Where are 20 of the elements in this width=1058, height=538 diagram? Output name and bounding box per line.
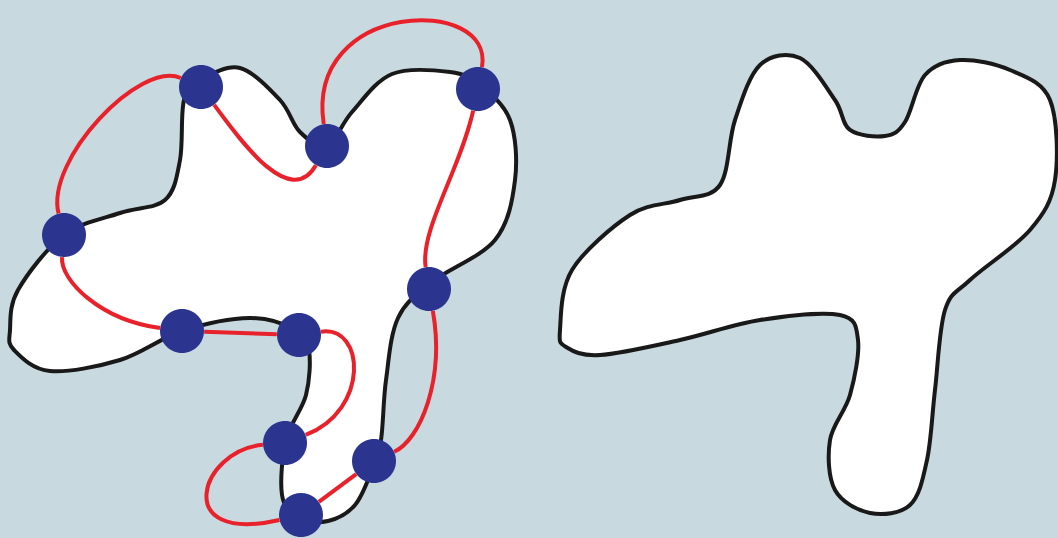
dot	[179, 65, 223, 109]
dot	[277, 313, 321, 357]
dot	[279, 493, 323, 537]
curve-segment	[321, 18, 484, 125]
curve-segment	[212, 103, 318, 182]
curve-segment	[204, 329, 277, 337]
dot	[160, 309, 204, 353]
curve-segment	[60, 257, 161, 330]
dot	[305, 124, 349, 168]
curve-segment	[317, 472, 358, 504]
dot	[42, 213, 86, 257]
curve-segment	[55, 73, 182, 214]
curve-segment	[304, 329, 356, 437]
curve-segment	[204, 442, 280, 526]
dot	[263, 421, 307, 465]
dot	[352, 439, 396, 483]
dot	[407, 267, 451, 311]
curve-segment	[423, 110, 476, 268]
dot	[456, 67, 500, 111]
curve-segment	[393, 310, 438, 454]
